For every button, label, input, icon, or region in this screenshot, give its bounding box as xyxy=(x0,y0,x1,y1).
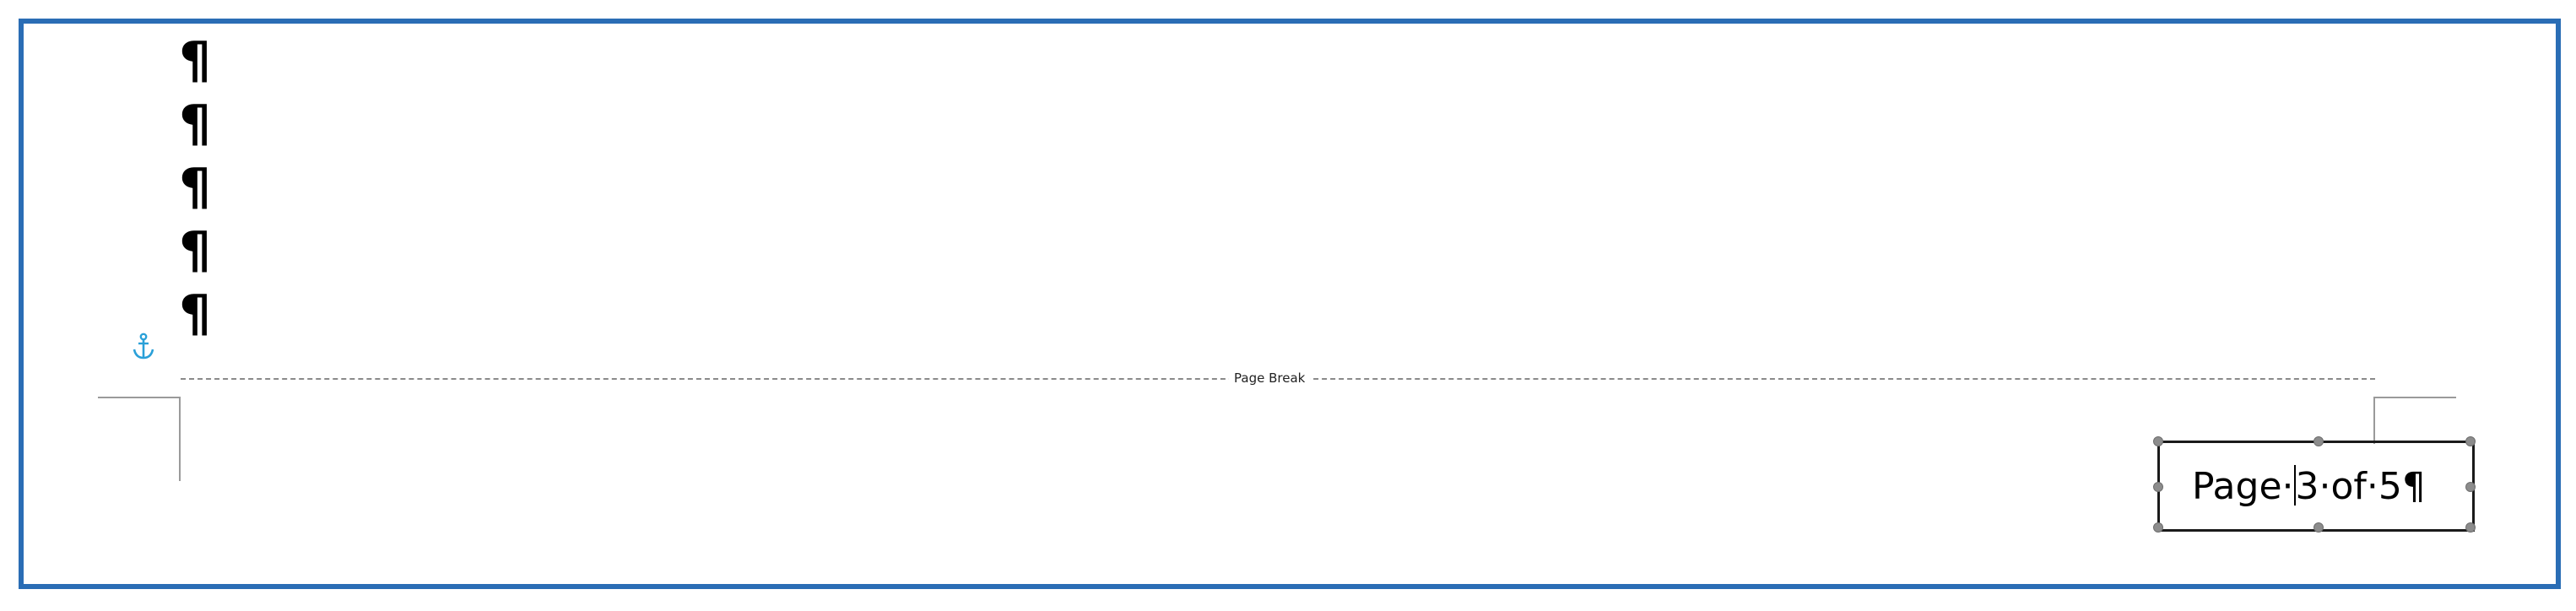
page-number-prefix: Page· xyxy=(2192,465,2294,508)
document-canvas[interactable]: ¶ ¶ ¶ ¶ ¶ Page Break Page·3·of·5¶ xyxy=(19,19,2561,589)
paragraph-mark: ¶ xyxy=(179,95,212,154)
page-number-field[interactable]: Page·3·of·5¶ xyxy=(2192,463,2426,511)
text-cursor xyxy=(2293,465,2296,506)
resize-handle-top[interactable] xyxy=(2314,436,2324,446)
resize-handle-bottom-left[interactable] xyxy=(2153,522,2163,533)
anchor-icon[interactable] xyxy=(132,333,155,361)
resize-handle-right[interactable] xyxy=(2465,482,2476,492)
page-number-middle: ·of· xyxy=(2319,465,2378,508)
paragraph-mark: ¶ xyxy=(179,284,212,343)
margin-corner-mark-right-vertical xyxy=(2373,397,2375,444)
margin-corner-mark-left xyxy=(98,397,181,398)
resize-handle-left[interactable] xyxy=(2153,482,2163,492)
page-number-textbox[interactable]: Page·3·of·5¶ xyxy=(2153,436,2476,533)
page-number-total: 5 xyxy=(2378,465,2402,508)
paragraph-mark: ¶ xyxy=(179,31,212,90)
margin-corner-mark-right xyxy=(2373,397,2456,398)
paragraph-mark: ¶ xyxy=(179,158,212,217)
resize-handle-top-left[interactable] xyxy=(2153,436,2163,446)
page-break-label: Page Break xyxy=(1229,366,1311,390)
resize-handle-bottom-right[interactable] xyxy=(2465,522,2476,533)
resize-handle-bottom[interactable] xyxy=(2314,522,2324,533)
paragraph-mark: ¶ xyxy=(179,221,212,280)
paragraph-mark: ¶ xyxy=(2401,465,2426,508)
resize-handle-top-right[interactable] xyxy=(2465,436,2476,446)
page-number-current: 3 xyxy=(2295,465,2319,508)
margin-corner-mark-left-vertical xyxy=(179,397,181,481)
